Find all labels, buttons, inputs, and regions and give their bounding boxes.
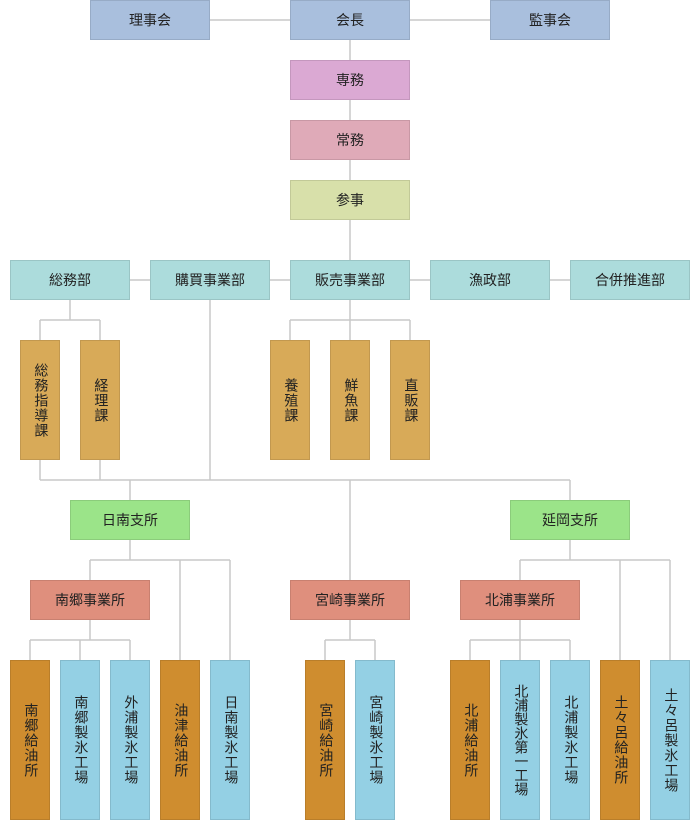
node-label: 南郷製氷工場 [72, 695, 89, 785]
node-label: 北浦製氷第一工場 [512, 684, 529, 796]
node-general-guidance-section: 総務指導課 [20, 340, 60, 460]
node-sotoura-ice-plant: 外浦製氷工場 [110, 660, 150, 820]
node-label: 外浦製氷工場 [122, 695, 139, 785]
node-senior-managing-director: 専務 [290, 60, 410, 100]
node-label: 購買事業部 [175, 273, 245, 289]
node-label: 南郷給油所 [22, 702, 39, 778]
node-label: 直販課 [402, 377, 419, 423]
node-label: 宮崎給油所 [317, 702, 334, 778]
node-nobeoka-branch: 延岡支所 [510, 500, 630, 540]
node-label: 販売事業部 [315, 273, 385, 289]
node-label: 監事会 [529, 13, 571, 29]
node-label: 総務部 [49, 273, 91, 289]
node-label: 宮崎事業所 [315, 593, 385, 609]
node-label: 宮崎製氷工場 [367, 695, 384, 785]
node-kitaura-fuel-station: 北浦給油所 [450, 660, 490, 820]
node-totoro-ice-plant: 土々呂製氷工場 [650, 660, 690, 820]
node-label: 常務 [336, 133, 364, 149]
node-label: 北浦事業所 [485, 593, 555, 609]
node-aburatsu-fuel-station: 油津給油所 [160, 660, 200, 820]
node-counselor: 参事 [290, 180, 410, 220]
node-fisheries-policy-dept: 漁政部 [430, 260, 550, 300]
node-merger-promotion-dept: 合併推進部 [570, 260, 690, 300]
node-accounting-section: 経理課 [80, 340, 120, 460]
node-label: 漁政部 [469, 273, 511, 289]
node-label: 油津給油所 [172, 702, 189, 778]
node-label: 南郷事業所 [55, 593, 125, 609]
node-fresh-fish-section: 鮮魚課 [330, 340, 370, 460]
node-sales-dept: 販売事業部 [290, 260, 410, 300]
node-direct-sales-section: 直販課 [390, 340, 430, 460]
node-nango-office: 南郷事業所 [30, 580, 150, 620]
node-label: 参事 [336, 193, 364, 209]
node-label: 鮮魚課 [342, 377, 359, 423]
node-chairman: 会長 [290, 0, 410, 40]
node-nango-ice-plant: 南郷製氷工場 [60, 660, 100, 820]
node-miyazaki-fuel-station: 宮崎給油所 [305, 660, 345, 820]
node-purchasing-dept: 購買事業部 [150, 260, 270, 300]
node-label: 延岡支所 [542, 513, 598, 529]
node-board-of-directors: 理事会 [90, 0, 210, 40]
node-label: 合併推進部 [595, 273, 665, 289]
node-managing-director: 常務 [290, 120, 410, 160]
node-kitaura-ice-plant: 北浦製氷工場 [550, 660, 590, 820]
node-label: 土々呂給油所 [612, 695, 629, 785]
node-label: 会長 [336, 13, 364, 29]
node-label: 専務 [336, 73, 364, 89]
node-label: 経理課 [92, 377, 109, 423]
node-label: 土々呂製氷工場 [662, 687, 679, 793]
node-nichinan-branch: 日南支所 [70, 500, 190, 540]
node-miyazaki-ice-plant: 宮崎製氷工場 [355, 660, 395, 820]
node-aquaculture-section: 養殖課 [270, 340, 310, 460]
node-label: 北浦給油所 [462, 702, 479, 778]
node-label: 日南製氷工場 [222, 695, 239, 785]
node-general-affairs-dept: 総務部 [10, 260, 130, 300]
node-kitaura-office: 北浦事業所 [460, 580, 580, 620]
node-label: 理事会 [129, 13, 171, 29]
node-board-of-auditors: 監事会 [490, 0, 610, 40]
node-nichinan-ice-plant: 日南製氷工場 [210, 660, 250, 820]
node-miyazaki-office: 宮崎事業所 [290, 580, 410, 620]
node-label: 日南支所 [102, 513, 158, 529]
node-label: 北浦製氷工場 [562, 695, 579, 785]
node-totoro-fuel-station: 土々呂給油所 [600, 660, 640, 820]
node-kitaura-ice-plant-first: 北浦製氷第一工場 [500, 660, 540, 820]
node-label: 総務指導課 [32, 362, 49, 438]
node-nango-fuel-station: 南郷給油所 [10, 660, 50, 820]
node-label: 養殖課 [282, 377, 299, 423]
